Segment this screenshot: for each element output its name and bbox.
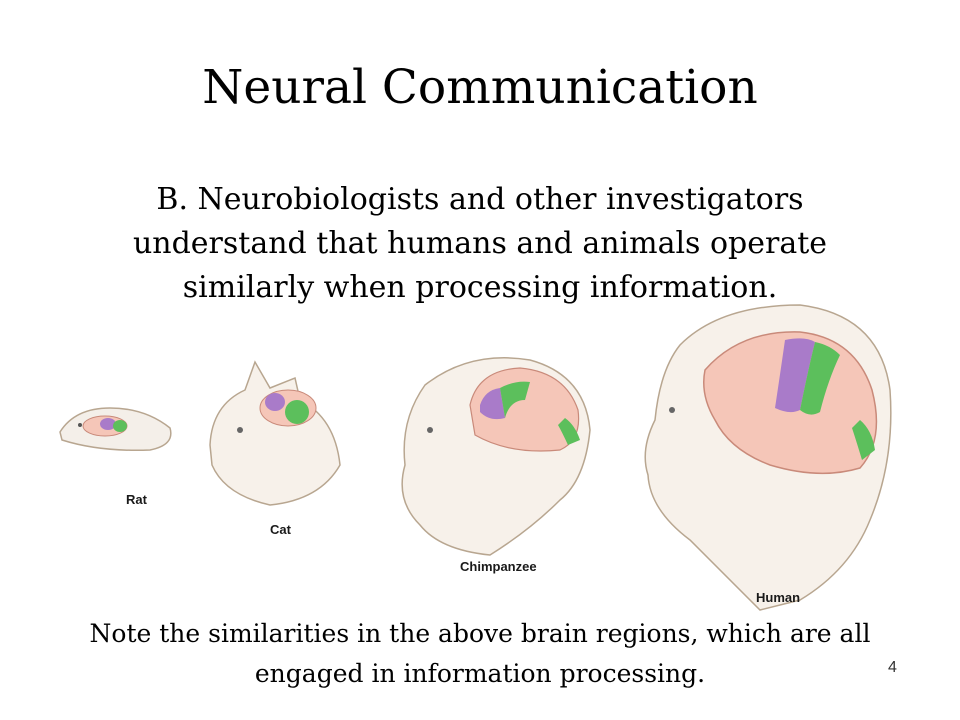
human-drawing [644, 304, 892, 611]
rat-label: Rat [126, 492, 147, 507]
body-line: understand that humans and animals opera… [132, 226, 828, 261]
body-text: B. Neurobiologists and other investigato… [70, 178, 890, 310]
chimpanzee-label: Chimpanzee [460, 559, 537, 574]
rat-drawing [59, 407, 172, 452]
body-line: B. Neurobiologists and other investigato… [156, 182, 804, 217]
brain-comparison-figure: Rat Cat Chimpanzee Human [0, 300, 960, 630]
body-line: similarly when processing information. [182, 270, 778, 305]
note-line: engaged in information processing. [254, 659, 706, 688]
slide-number: 4 [888, 659, 897, 676]
cat-drawing [209, 360, 341, 506]
note-text: Note the similarities in the above brain… [20, 614, 940, 694]
chimpanzee-drawing [401, 357, 591, 556]
cat-label: Cat [270, 522, 291, 537]
slide-title: Neural Communication [202, 60, 758, 115]
brain-illustration [59, 304, 892, 611]
human-label: Human [756, 590, 801, 605]
note-line: Note the similarities in the above brain… [89, 619, 871, 648]
